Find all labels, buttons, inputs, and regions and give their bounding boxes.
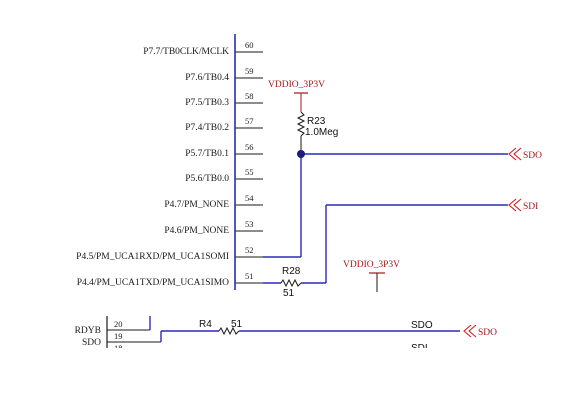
power-label-vddio-right: VDDIO_3P3V	[343, 260, 400, 270]
pin-number-55: 55	[245, 167, 254, 177]
pin-number-53: 53	[245, 219, 254, 229]
pullup-r23-group: VDDIO_3P3V R23 1.0Meg	[268, 80, 338, 154]
lower-pin-number-19: 19	[114, 331, 123, 341]
pin-label-p46: P4.6/PM_NONE	[164, 226, 229, 236]
pin-label-p77: P7.7/TB0CLK/MCLK	[143, 47, 229, 57]
resistor-r4-symbol	[218, 326, 240, 336]
resistor-r23-ref: R23	[307, 116, 326, 127]
pin-number-59: 59	[245, 66, 254, 76]
lower-pin-number-20: 20	[114, 319, 123, 329]
power-label-vddio-top: VDDIO_3P3V	[268, 80, 325, 90]
junction-dot	[297, 150, 305, 158]
pin-number-58: 58	[245, 91, 254, 101]
pin-label-p56: P5.6/TB0.0	[185, 174, 229, 184]
pin-number-60: 60	[245, 40, 254, 50]
resistor-r28-value: 51	[283, 288, 295, 299]
pin-number-54: 54	[245, 193, 254, 203]
sdo-port-icon	[508, 147, 522, 161]
lower-pin-label-rdyb: RDYB	[75, 326, 101, 336]
ic-pin-group: P7.7/TB0CLK/MCLK P7.6/TB0.4 P7.5/TB0.3 P…	[76, 34, 263, 290]
pin-number-52: 52	[245, 245, 254, 255]
sdi-net: SDI	[301, 198, 538, 284]
resistor-r28-symbol	[280, 278, 302, 288]
pin-label-p47: P4.7/PM_NONE	[164, 200, 229, 210]
port-label-sdi: SDI	[523, 202, 538, 212]
port-label-sdo-bottom: SDO	[478, 328, 497, 338]
crop-mask	[0, 348, 580, 406]
pin-label-p45: P4.5/PM_UCA1RXD/PM_UCA1SOMI	[76, 252, 229, 262]
resistor-r4-ref: R4	[199, 319, 212, 330]
sdo-upper-net: SDO	[263, 147, 542, 258]
pin-label-p57: P5.7/TB0.1	[185, 149, 229, 159]
resistor-r28-group: R28 51	[263, 266, 302, 299]
lower-pin-label-sdo: SDO	[82, 338, 101, 348]
net-label-sdo: SDO	[411, 320, 433, 331]
pin-label-p74: P7.4/TB0.2	[185, 123, 229, 133]
resistor-r23-symbol	[296, 111, 306, 137]
power-vddio-right: VDDIO_3P3V	[343, 260, 400, 292]
pin-number-56: 56	[245, 142, 254, 152]
resistor-r23-value: 1.0Meg	[305, 127, 338, 138]
pin-number-57: 57	[245, 116, 254, 126]
sdo-bottom-port-icon	[463, 324, 477, 338]
sdi-port-icon	[508, 198, 522, 212]
pin-label-p44: P4.4/PM_UCA1TXD/PM_UCA1SIMO	[77, 278, 229, 288]
pin-label-p76: P7.6/TB0.4	[185, 73, 229, 83]
pin-number-51: 51	[245, 271, 254, 281]
resistor-r28-ref: R28	[282, 266, 301, 277]
pin-label-p75: P7.5/TB0.3	[185, 98, 229, 108]
resistor-r4-value: 51	[231, 319, 243, 330]
port-label-sdo-top: SDO	[523, 151, 542, 161]
